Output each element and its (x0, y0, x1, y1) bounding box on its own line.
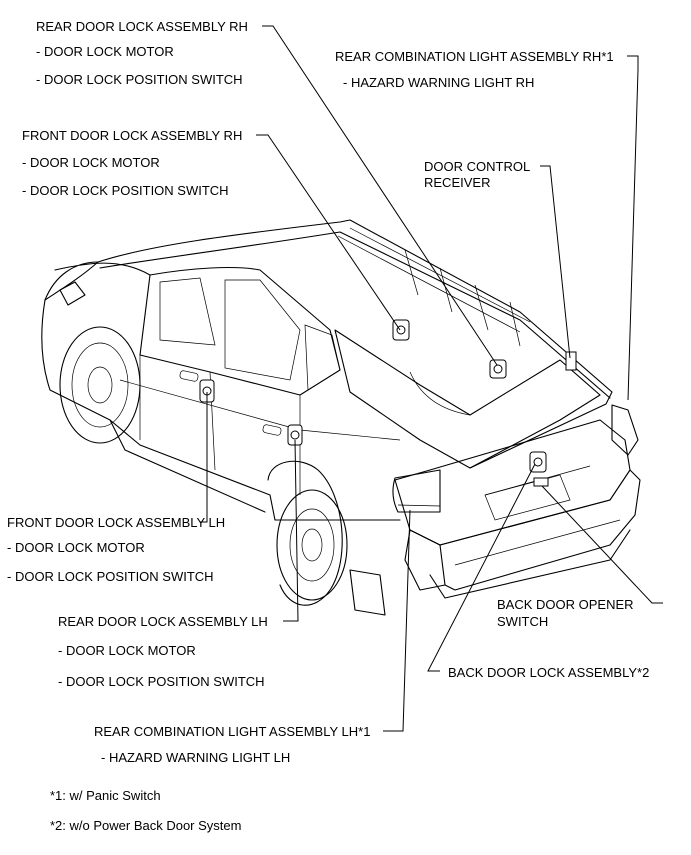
front-door-lock-lh-motor: - DOOR LOCK MOTOR (7, 540, 145, 555)
rear-combination-light-lh-title: REAR COMBINATION LIGHT ASSEMBLY LH*1 (94, 724, 371, 739)
rear-combination-light-rh-hazard: - HAZARD WARNING LIGHT RH (343, 75, 535, 90)
back-door-opener-switch-line2: SWITCH (497, 614, 549, 629)
back-door-lock-assembly: BACK DOOR LOCK ASSEMBLY*2 (448, 665, 650, 680)
rear-combination-light-lh-hazard: - HAZARD WARNING LIGHT LH (101, 750, 291, 765)
rear-combination-light-rh-title: REAR COMBINATION LIGHT ASSEMBLY RH*1 (335, 49, 614, 64)
rear-door-lock-rh-switch: - DOOR LOCK POSITION SWITCH (36, 72, 243, 87)
front-door-lock-rh-motor: - DOOR LOCK MOTOR (22, 155, 160, 170)
front-door-lock-rh-title: FRONT DOOR LOCK ASSEMBLY RH (22, 128, 243, 143)
back-door-opener-switch-line1: BACK DOOR OPENER (497, 597, 634, 612)
door-control-receiver-line1: DOOR CONTROL (424, 159, 531, 174)
leader-lines (200, 25, 663, 732)
door-control-receiver-line2: RECEIVER (424, 175, 491, 190)
front-door-lock-lh-switch: - DOOR LOCK POSITION SWITCH (7, 569, 214, 584)
vehicle-outline (41, 219, 641, 616)
front-door-lock-rh-switch: - DOOR LOCK POSITION SWITCH (22, 183, 229, 198)
rear-door-lock-rh-title: REAR DOOR LOCK ASSEMBLY RH (36, 19, 248, 34)
rear-door-lock-lh-motor: - DOOR LOCK MOTOR (58, 643, 196, 658)
front-door-lock-lh-title: FRONT DOOR LOCK ASSEMBLY LH (7, 515, 226, 530)
footnote-2: *2: w/o Power Back Door System (50, 818, 242, 833)
footnote-1: *1: w/ Panic Switch (50, 788, 161, 803)
rear-door-lock-lh-title: REAR DOOR LOCK ASSEMBLY LH (58, 614, 268, 629)
rear-door-lock-lh-switch: - DOOR LOCK POSITION SWITCH (58, 674, 265, 689)
component-markers (199, 319, 577, 487)
rear-door-lock-rh-motor: - DOOR LOCK MOTOR (36, 44, 174, 59)
